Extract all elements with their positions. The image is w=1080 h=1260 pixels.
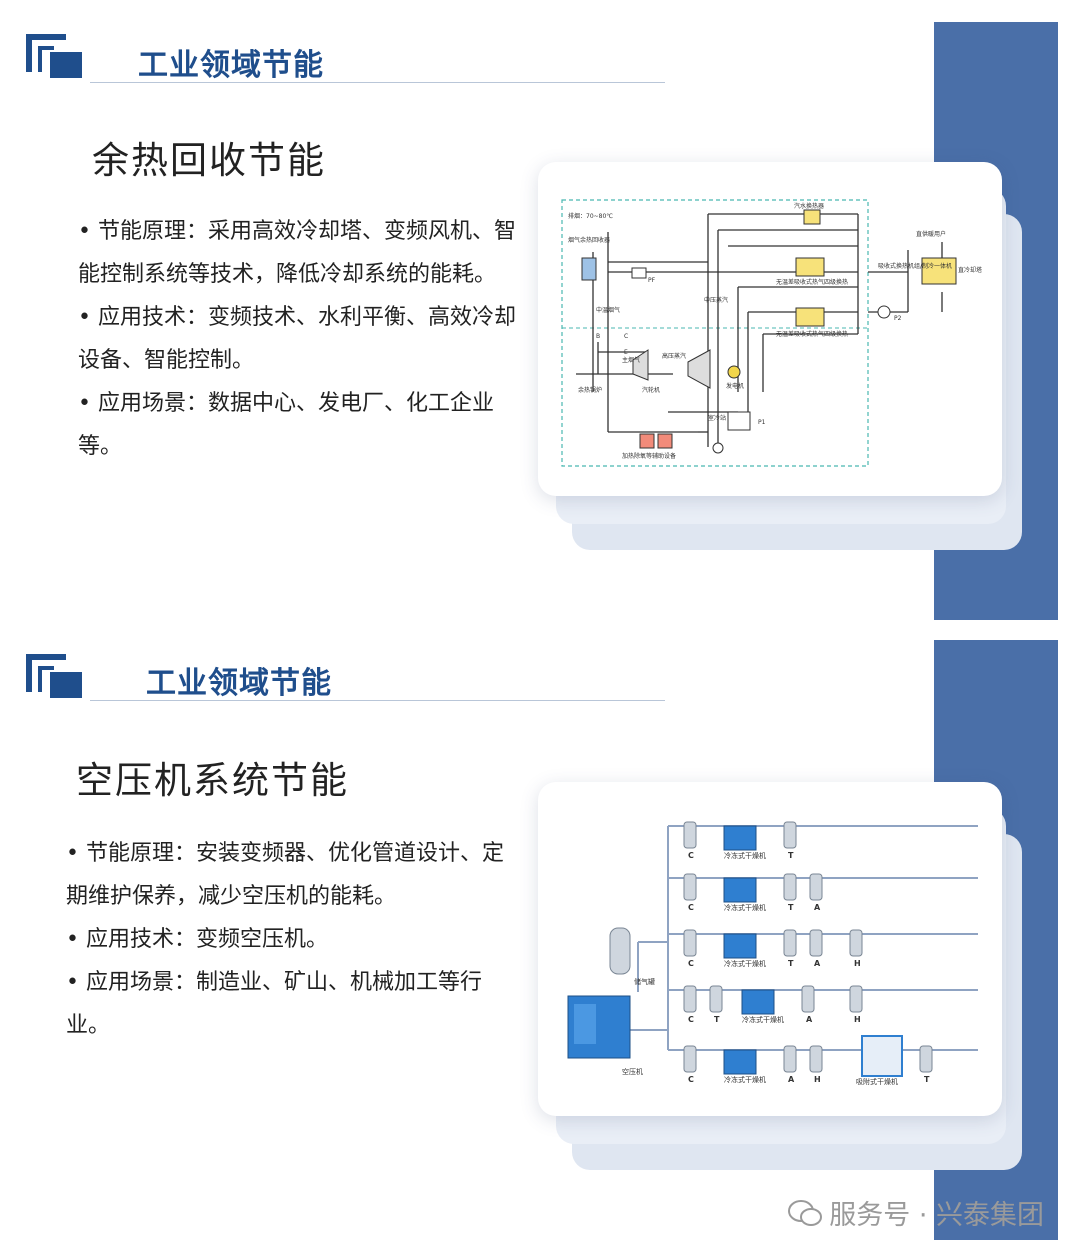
svg-text:H: H [814,1075,821,1084]
svg-text:冷冻式干燥机: 冷冻式干燥机 [724,851,766,860]
svg-text:H: H [854,959,861,968]
svg-text:直冷却塔: 直冷却塔 [958,266,982,274]
svg-text:空压机: 空压机 [622,1067,643,1076]
svg-text:冷冻式干燥机: 冷冻式干燥机 [742,1015,784,1024]
air-compressor-diagram: 储气罐 空压机 冷冻式干燥机 冷冻式干燥机 冷冻式干燥机 冷冻式干燥机 冷冻式干… [567,821,978,1086]
svg-text:冷冻式干燥机: 冷冻式干燥机 [724,1075,766,1084]
svg-text:室冷站: 室冷站 [708,414,726,422]
section-title: 空压机系统节能 [76,759,349,802]
header-title: 工业领域节能 [138,48,324,83]
svg-text:T: T [714,1015,720,1024]
svg-text:P1: P1 [758,419,766,426]
svg-text:余热锅炉: 余热锅炉 [578,386,602,394]
svg-text:A: A [814,903,821,912]
svg-text:加热除氧等辅助设备: 加热除氧等辅助设备 [622,452,676,460]
bullet-scenario: • 应用场景：数据中心、发电厂、化工企业等。 [78,391,494,459]
svg-text:发电机: 发电机 [726,382,744,390]
svg-text:中温烟气: 中温烟气 [596,306,620,314]
svg-text:C: C [688,1015,694,1024]
svg-text:汽轮机: 汽轮机 [642,386,660,394]
wechat-icon [788,1199,823,1226]
watermark: 服务号 · 兴泰集团 [787,1193,1044,1232]
svg-text:P2: P2 [894,315,902,322]
svg-text:A: A [788,1075,795,1084]
slide-waste-heat: 工业领域节能 余热回收节能 • 节能原理：采用高效冷却塔、变频风机、智能控制系统… [0,0,1080,620]
svg-text:储气罐: 储气罐 [634,977,655,986]
svg-text:无温差吸收式热气四级换热: 无温差吸收式热气四级换热 [776,330,848,338]
svg-text:T: T [788,851,794,860]
watermark-text: 服务号 · 兴泰集团 [829,1200,1044,1231]
bullet-principle: • 节能原理：安装变频器、优化管道设计、定期维护保养，减少空压机的能耗。 [66,841,504,909]
svg-text:T: T [788,959,794,968]
diagram-card: 储气罐 空压机 冷冻式干燥机 冷冻式干燥机 冷冻式干燥机 冷冻式干燥机 冷冻式干… [538,782,1002,1116]
waste-heat-diagram: 排烟：70~80℃ 烟气余热回收器 中温烟气 中压蒸汽 汽水换热器 无温差吸收式… [561,199,982,467]
bullet-list: • 节能原理：安装变频器、优化管道设计、定期维护保养，减少空压机的能耗。 • 应… [66,832,516,1047]
svg-text:C: C [624,333,628,340]
svg-text:吸收式换热机组/制冷一体机: 吸收式换热机组/制冷一体机 [878,262,952,270]
svg-text:C: C [688,959,694,968]
header-divider [90,700,665,701]
bullet-list: • 节能原理：采用高效冷却塔、变频风机、智能控制系统等技术，降低冷却系统的能耗。… [78,210,528,468]
svg-text:T: T [924,1075,930,1084]
svg-text:A: A [814,959,821,968]
svg-text:汽水换热器: 汽水换热器 [794,202,824,210]
svg-text:冷冻式干燥机: 冷冻式干燥机 [724,959,766,968]
diagram-card: 排烟：70~80℃ 烟气余热回收器 中温烟气 中压蒸汽 汽水换热器 无温差吸收式… [538,162,1002,496]
svg-text:A: A [806,1015,813,1024]
bullet-technology: • 应用技术：变频技术、水利平衡、高效冷却设备、智能控制。 [78,305,516,373]
section-title: 余热回收节能 [92,139,326,182]
svg-text:C: C [688,1075,694,1084]
svg-text:主烟气: 主烟气 [622,356,640,364]
svg-text:H: H [854,1015,861,1024]
header-divider [90,82,665,83]
svg-text:无温差吸收式热气四级换热: 无温差吸收式热气四级换热 [776,278,848,286]
svg-text:C: C [688,851,694,860]
svg-text:高压蒸汽: 高压蒸汽 [662,352,686,360]
svg-text:T: T [788,903,794,912]
svg-text:直供暖用户: 直供暖用户 [916,230,946,238]
bullet-technology: • 应用技术：变频空压机。 [66,927,328,952]
svg-text:烟气余热回收器: 烟气余热回收器 [568,236,610,244]
svg-text:E: E [624,349,628,356]
bullet-scenario: • 应用场景：制造业、矿山、机械加工等行业。 [66,970,482,1038]
svg-text:排烟：70~80℃: 排烟：70~80℃ [568,212,613,220]
header-title: 工业领域节能 [146,666,332,701]
svg-text:冷冻式干燥机: 冷冻式干燥机 [724,903,766,912]
svg-text:吸附式干燥机: 吸附式干燥机 [856,1077,898,1086]
slide-air-compressor: 工业领域节能 空压机系统节能 • 节能原理：安装变频器、优化管道设计、定期维护保… [0,620,1080,1240]
svg-text:PF: PF [648,277,656,284]
brand-logo-icon [26,654,82,698]
svg-text:B: B [596,333,600,340]
bullet-principle: • 节能原理：采用高效冷却塔、变频风机、智能控制系统等技术，降低冷却系统的能耗。 [78,219,516,287]
brand-logo-icon [26,34,82,78]
svg-text:中压蒸汽: 中压蒸汽 [704,296,728,304]
svg-text:C: C [688,903,694,912]
